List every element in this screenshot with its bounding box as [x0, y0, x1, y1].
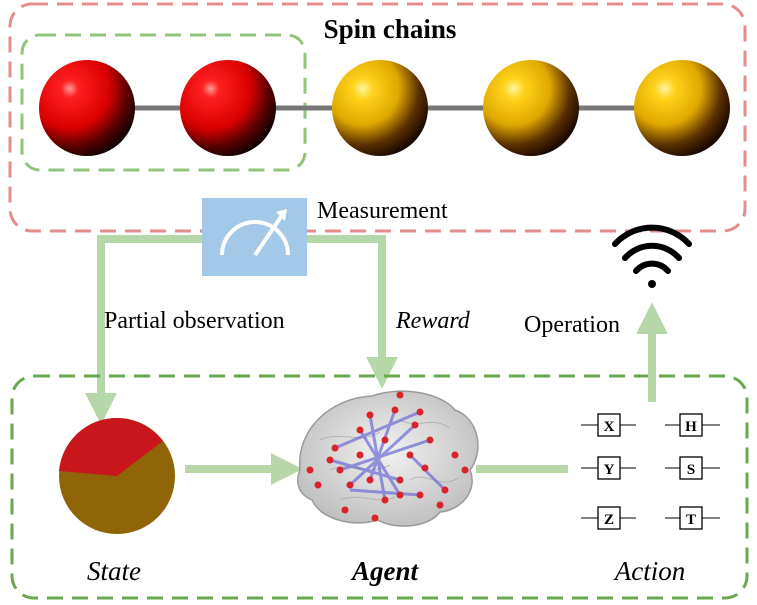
- wifi-icon: [612, 224, 692, 288]
- gate-x: X: [604, 419, 615, 435]
- operation-label: Operation: [524, 312, 620, 338]
- spin-2-red: [180, 60, 276, 156]
- spin-5-yellow: [634, 60, 730, 156]
- gate-h: H: [685, 419, 697, 435]
- state-label: State: [87, 556, 141, 586]
- gate-y: Y: [604, 462, 615, 478]
- partial-observation-label: Partial observation: [104, 308, 285, 334]
- system-title: Spin chains: [324, 14, 457, 44]
- observed-spins-box: [20, 33, 307, 172]
- agent-box: [10, 374, 749, 600]
- partial-observation-arrow: [85, 235, 202, 425]
- spin-4-yellow: [483, 60, 579, 156]
- spin-1-red: [39, 60, 135, 156]
- action-label: Action: [613, 556, 685, 586]
- gate-t: T: [686, 512, 696, 528]
- state-pie-icon: [59, 418, 175, 534]
- gate-s: S: [687, 462, 695, 478]
- system-box: [8, 2, 747, 233]
- spin-3-yellow: [332, 60, 428, 156]
- measurement-meter-icon: [202, 198, 307, 276]
- reward-arrow: [307, 235, 398, 389]
- brain-network-icon: [297, 390, 479, 527]
- measurement-label: Measurement: [317, 198, 448, 224]
- gate-z: Z: [604, 512, 614, 528]
- gate-panel: X H Y S Z T: [568, 402, 743, 542]
- reward-label: Reward: [395, 308, 471, 334]
- agent-label: Agent: [350, 556, 420, 586]
